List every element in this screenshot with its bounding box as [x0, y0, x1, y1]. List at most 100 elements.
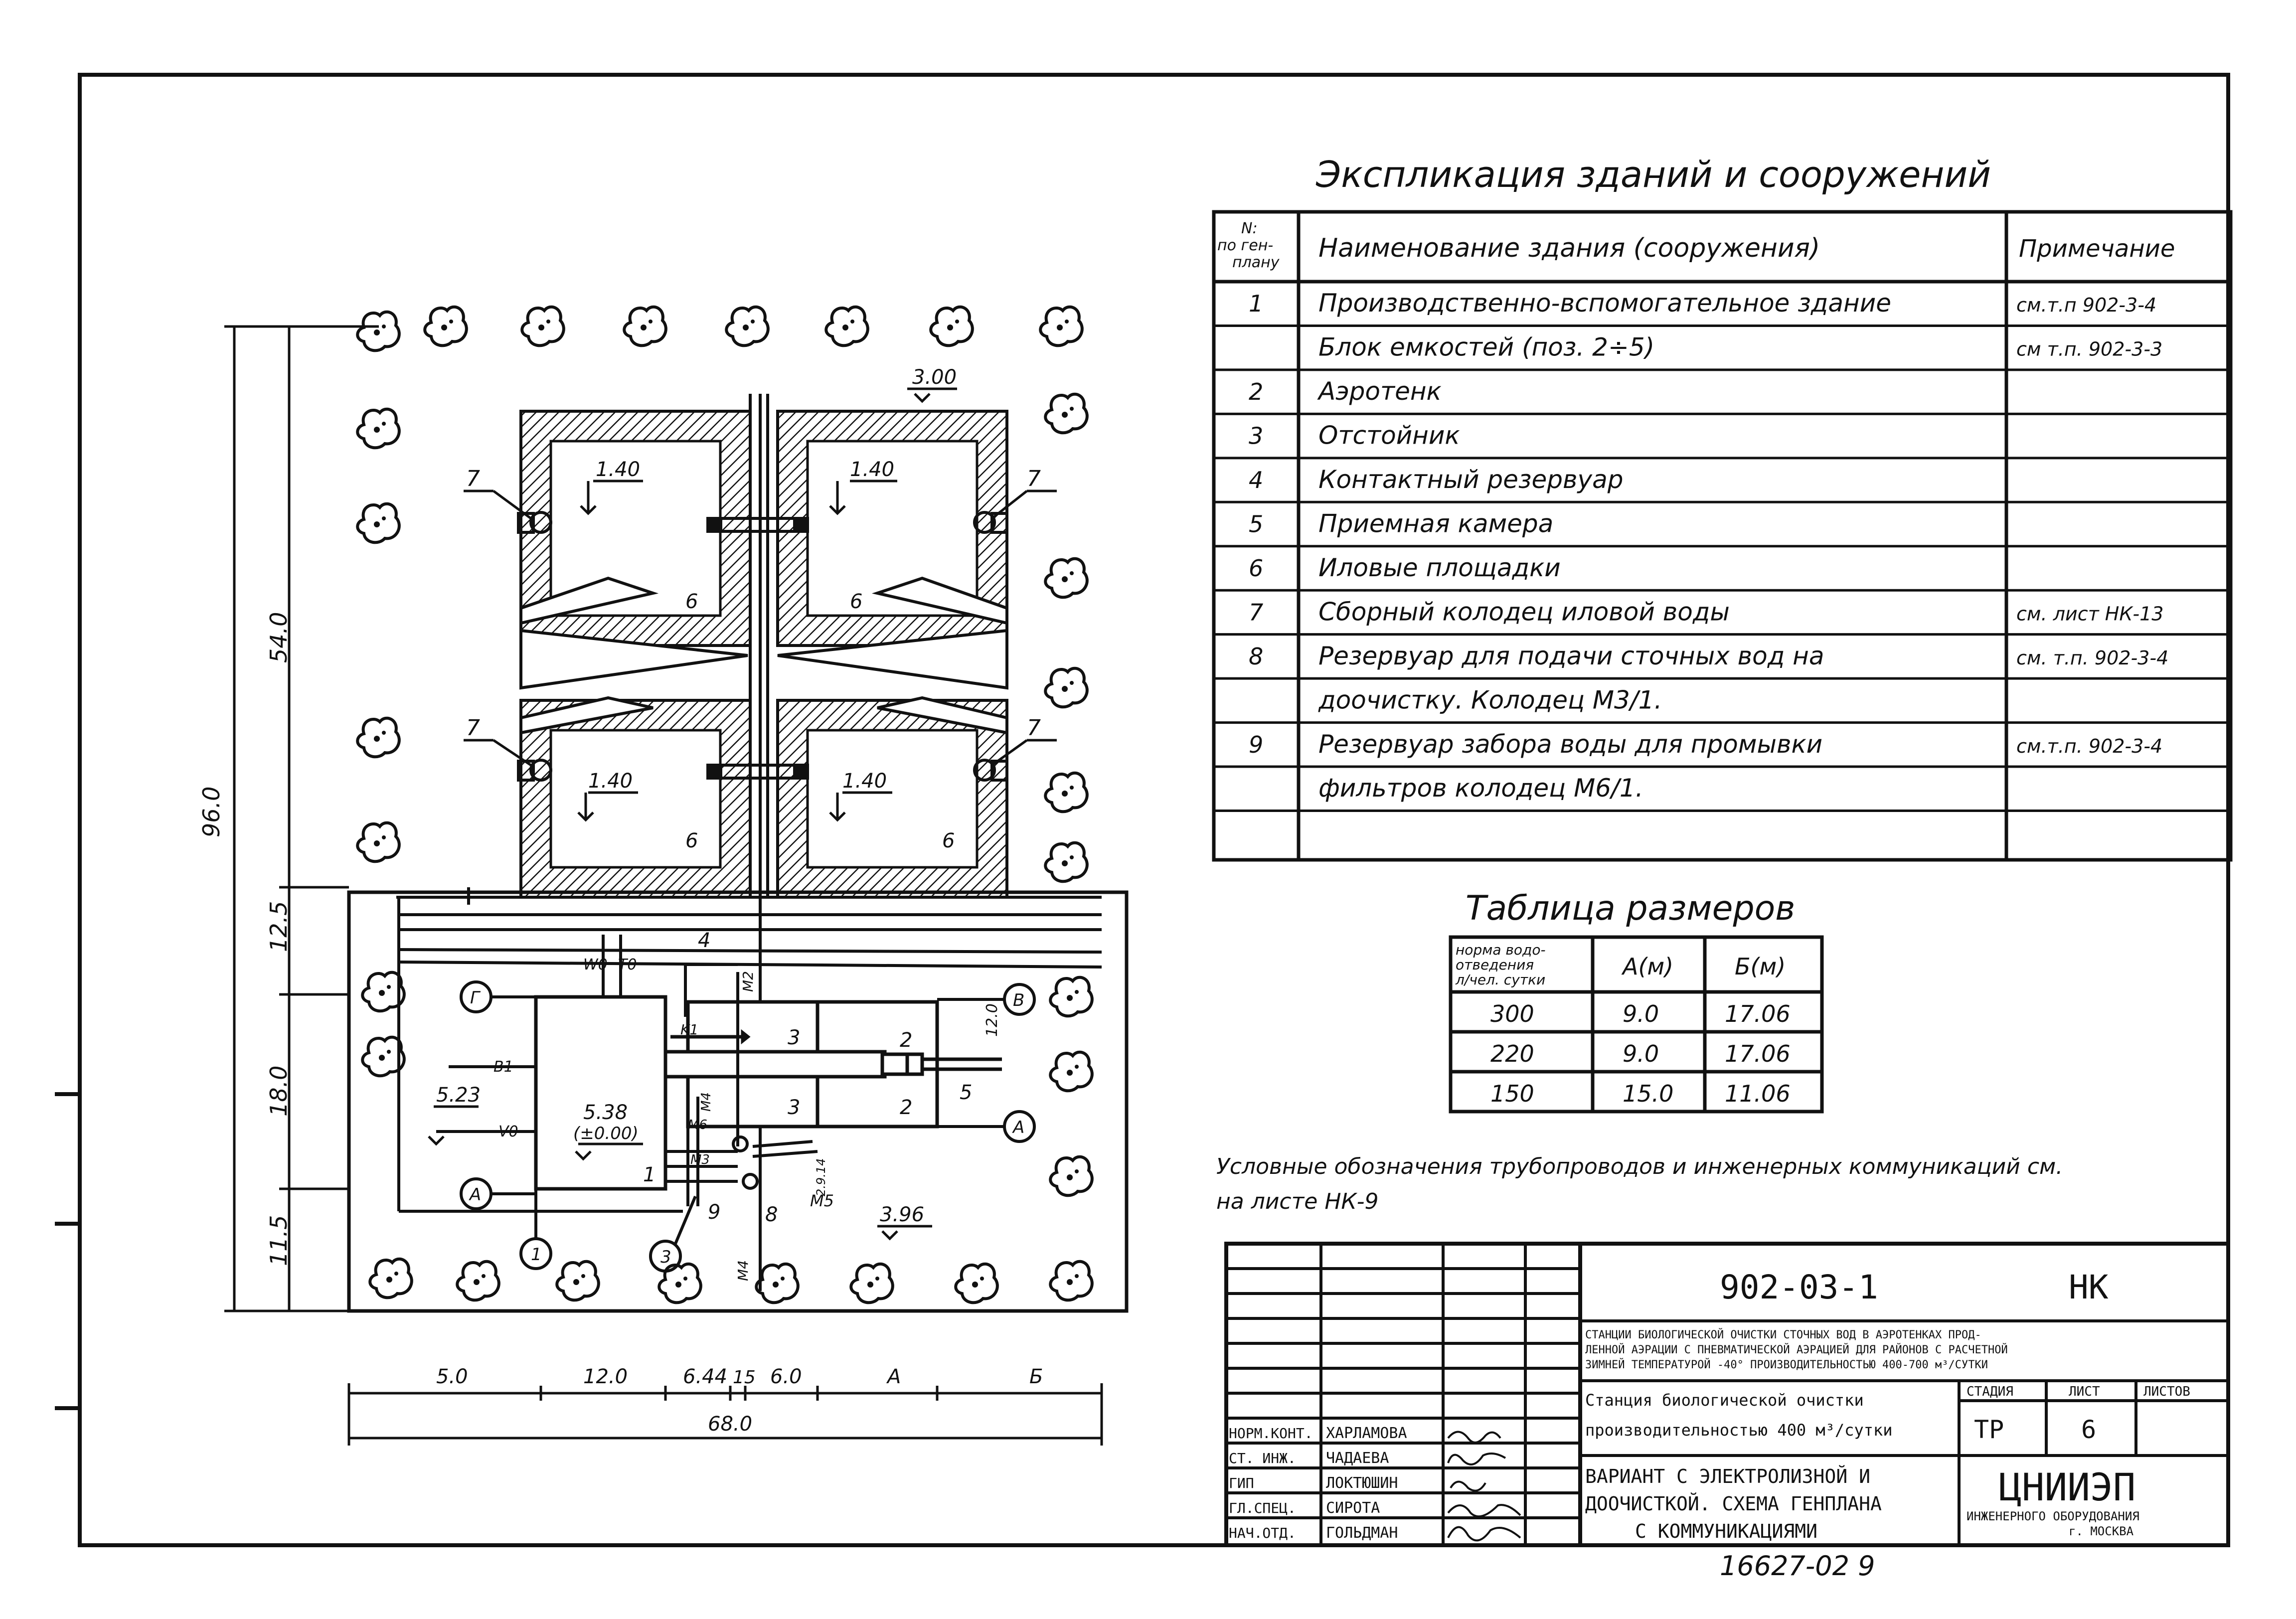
elev-left: 5.23 — [436, 1084, 481, 1107]
sheet-label: ЛИСТ — [2069, 1384, 2100, 1399]
explication-row-note: см т.п. 902-3-3 — [2016, 338, 2162, 360]
staff-role: НАЧ.ОТД. — [1229, 1525, 1296, 1541]
label-m4: M4 — [735, 1260, 751, 1281]
sizes-row-norm: 300 — [1490, 1000, 1534, 1027]
sizes-row-b: 17.06 — [1725, 1040, 1791, 1067]
label-6: 6 — [685, 829, 698, 852]
explication-row-num: 5 — [1249, 510, 1263, 537]
label-w0: W0 — [583, 956, 608, 973]
tank-block — [663, 1000, 1002, 1129]
legend-note-line2: на листе НК-9 — [1216, 1189, 1379, 1214]
sheet-value: 6 — [2081, 1415, 2096, 1444]
pipe-corridor — [706, 394, 809, 1291]
explication-row-num: 7 — [1249, 599, 1263, 626]
label-m2: M2 — [740, 971, 756, 992]
sizes-row-a: 15.0 — [1623, 1080, 1673, 1107]
axis-label-a: А — [469, 1185, 481, 1205]
explication-table-rows — [1214, 280, 2231, 812]
sizes-table-grid — [1449, 935, 1824, 1114]
organization-name: ЦНИИЭП — [1999, 1465, 2136, 1509]
road — [347, 887, 1129, 1313]
axis-label-1: 1 — [531, 1245, 542, 1265]
dim-bottom-5: 6.0 — [770, 1365, 802, 1388]
explication-header-num: по ген- — [1217, 237, 1273, 254]
label-7: 7 — [466, 715, 480, 741]
archive-number: 16627-02 9 — [1720, 1550, 1875, 1582]
explication-table-grid — [1212, 210, 2233, 862]
label-b1: B1 — [493, 1058, 513, 1076]
sizes-row-a: 9.0 — [1623, 1040, 1659, 1067]
dim-total-label: 96.0 — [198, 787, 225, 837]
elev-building: 5.38 — [583, 1101, 628, 1124]
explication-row-name: Производственно-вспомогательное здание — [1318, 289, 1891, 318]
label-7: 7 — [466, 466, 480, 491]
label-2: 2 — [900, 1029, 912, 1052]
axis-label-a: А — [1012, 1118, 1024, 1137]
label-4: 4 — [698, 929, 710, 952]
explication-row-name: Резервуар забора воды для промывки — [1318, 730, 1822, 759]
label-m5: M5 — [810, 1191, 834, 1210]
utility-lines — [436, 935, 818, 1206]
axis-label-3: 3 — [660, 1247, 671, 1267]
signature-icon — [1447, 1431, 1521, 1542]
project-description: ЛЕННОЙ АЭРАЦИИ С ПНЕВМАТИЧЕСКОЙ АЭРАЦИЕЙ… — [1585, 1343, 2008, 1356]
sizes-row-b: 17.06 — [1725, 1000, 1791, 1027]
elev-building-zero: (±0.00) — [573, 1124, 639, 1143]
dimension-horizontal — [347, 1383, 1103, 1446]
explication-row-note: см.т.п 902-3-4 — [2016, 294, 2156, 316]
organization-subtitle: г. МОСКВА — [2069, 1524, 2134, 1538]
staff-name: ЧАДАЕВА — [1326, 1450, 1389, 1467]
dimension-vertical — [224, 325, 379, 1312]
dim-bottom-7: Б — [1029, 1365, 1043, 1388]
sizes-header-norm: отведения — [1456, 957, 1534, 973]
staff-name: СИРОТА — [1326, 1499, 1380, 1517]
staff-name: ЛОКТЮШИН — [1326, 1474, 1398, 1492]
label-9: 9 — [708, 1201, 720, 1224]
elev-bed-tl: 1.40 — [596, 458, 640, 481]
label-k1: K1 — [680, 1021, 698, 1038]
sizes-row-b: 11.06 — [1725, 1080, 1791, 1107]
label-t0: T0 — [618, 956, 637, 973]
explication-row-name: Иловые площадки — [1318, 553, 1561, 582]
dim-bottom-3: 6.44 — [683, 1365, 727, 1388]
project-description: СТАНЦИИ БИОЛОГИЧЕСКОЙ ОЧИСТКИ СТОЧНЫХ ВО… — [1585, 1328, 1981, 1341]
legend-note-line1: Условные обозначения трубопроводов и инж… — [1216, 1154, 2063, 1179]
elev-bed-bl: 1.40 — [588, 770, 633, 793]
sizes-title: Таблица размеров — [1466, 889, 1795, 928]
explication-row-num: 6 — [1249, 555, 1263, 582]
drawing-title: ВАРИАНТ С ЭЛЕКТРОЛИЗНОЙ И — [1585, 1465, 1870, 1487]
dim-12-5-label: 12.5 — [265, 901, 292, 952]
access-ramp — [519, 576, 1008, 735]
production-building — [534, 995, 667, 1191]
staff-role: ГЛ.СПЕЦ. — [1229, 1500, 1296, 1516]
explication-row-name: Сборный колодец иловой воды — [1318, 597, 1730, 626]
explication-row-name: Приемная камера — [1318, 509, 1553, 538]
elev-right: 3.96 — [880, 1203, 924, 1226]
explication-section: Экспликация зданий и сооружений N: по ге… — [1212, 154, 2233, 862]
label-dim-29: 2.9.14 — [814, 1158, 828, 1196]
explication-row-note: см.т.п. 902-3-4 — [2016, 735, 2162, 757]
stage-label: СТАДИЯ — [1967, 1384, 2013, 1399]
explication-title: Экспликация зданий и сооружений — [1315, 154, 1991, 195]
plan-labels: 96.0 54.0 12.5 18.0 11.5 5.0 12.0 6.44 1… — [198, 366, 1043, 1436]
sheets-label: ЛИСТОВ — [2143, 1384, 2190, 1399]
title-block-grid — [1224, 1242, 2230, 1547]
explication-row-name: Блок емкостей (поз. 2÷5) — [1318, 333, 1654, 362]
label-6: 6 — [850, 590, 862, 613]
section-code: НК — [2069, 1268, 2109, 1306]
explication-row-name: Резервуар для подачи сточных вод на — [1318, 642, 1824, 670]
dim-bottom-1: 5.0 — [436, 1365, 468, 1388]
staff-role: СТ. ИНЖ. — [1229, 1450, 1296, 1466]
explication-header-num: N: — [1241, 220, 1258, 237]
site-plan: 96.0 54.0 12.5 18.0 11.5 5.0 12.0 6.44 1… — [198, 307, 1129, 1446]
label-6: 6 — [685, 590, 698, 613]
staff-name: ХАРЛАМОВА — [1326, 1425, 1407, 1442]
sizes-header-norm: норма водо- — [1456, 942, 1546, 958]
station-title: Станция биологической очистки — [1585, 1391, 1864, 1410]
dim-bottom-total: 68.0 — [708, 1413, 752, 1436]
dim-54-label: 54.0 — [265, 612, 292, 663]
label-m3: M3 — [690, 1152, 710, 1167]
